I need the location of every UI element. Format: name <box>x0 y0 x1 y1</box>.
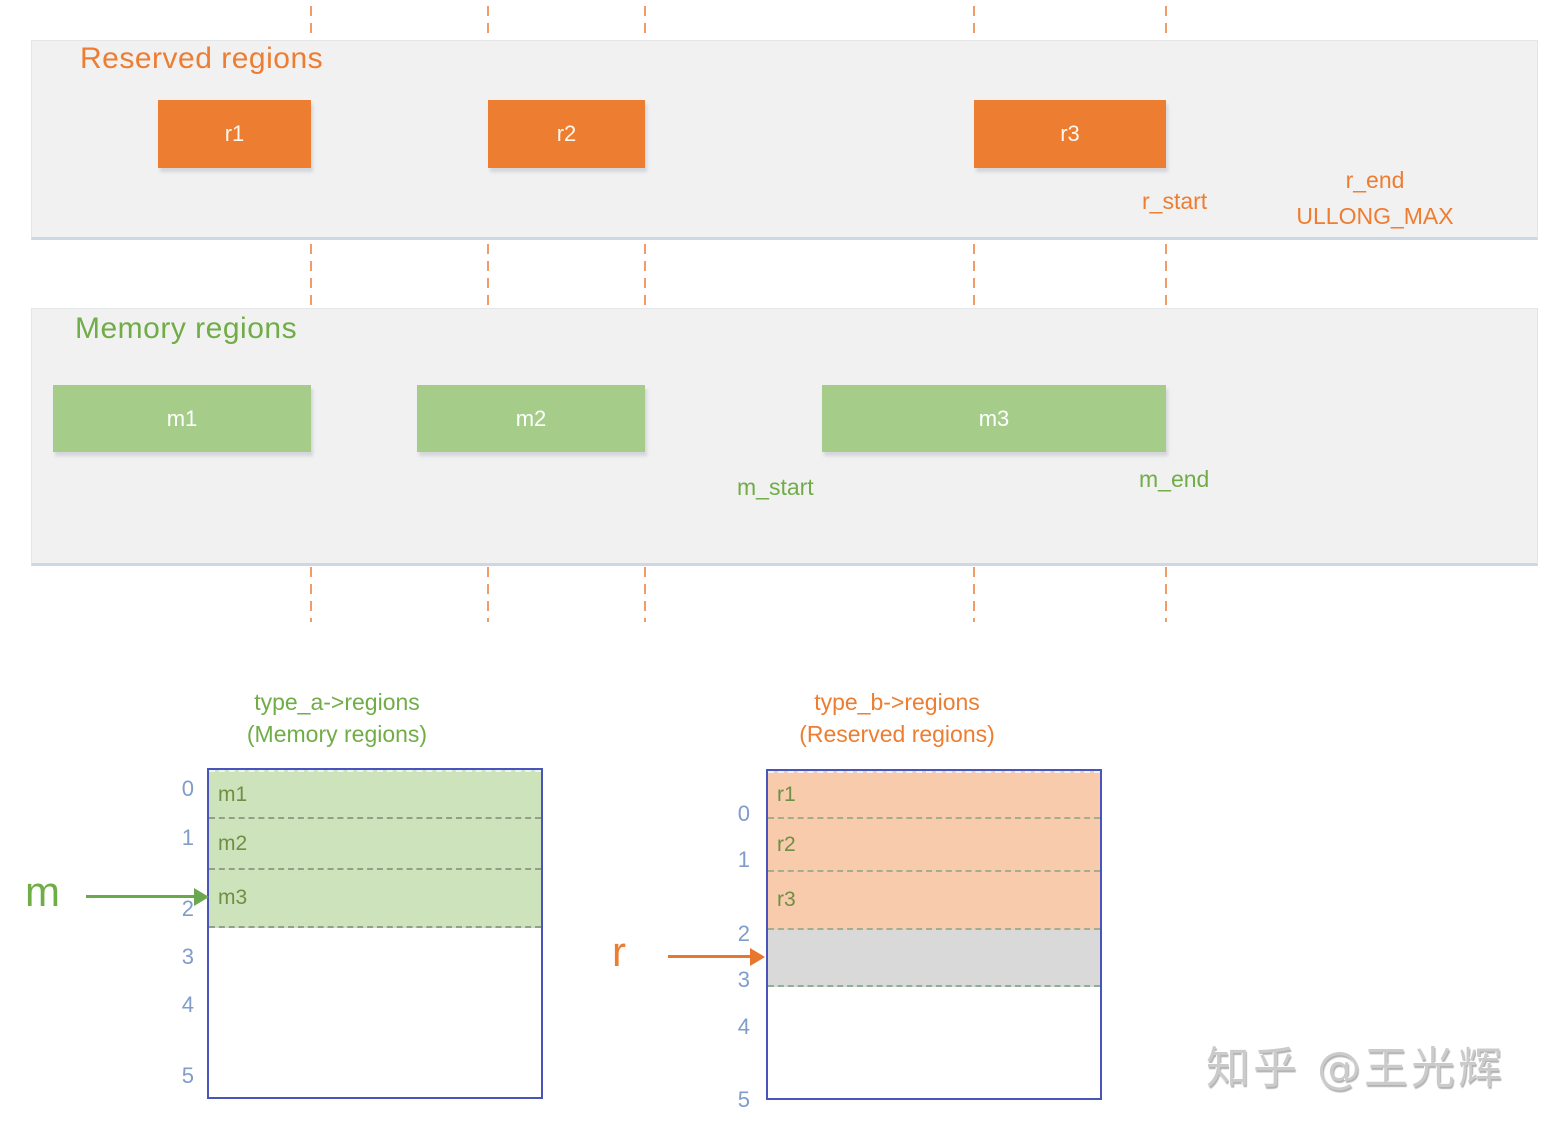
table-row: m1 <box>209 770 541 819</box>
type-a-row-m1: m1 <box>218 782 248 806</box>
r-pointer-arrowhead-icon <box>750 948 765 966</box>
memory-block-m2-label: m2 <box>515 405 547 431</box>
type-a-index-1: 1 <box>181 825 194 850</box>
type-b-index-2: 2 <box>737 921 750 946</box>
reserved-regions-title: Reserved regions <box>80 42 324 75</box>
m-start-label: m_start <box>737 474 814 500</box>
reserved-block-r2-label: r2 <box>556 121 577 146</box>
memory-block-m1-label: m1 <box>166 405 198 431</box>
type-a-header-line2: (Memory regions) <box>246 721 428 747</box>
reserved-block-r2: r2 <box>488 100 645 168</box>
r-end-label: r_end ULLONG_MAX <box>1280 162 1470 234</box>
type-b-row-empty-reserved <box>768 930 1100 987</box>
type-a-table: m1 m2 m3 <box>207 768 543 1099</box>
table-row: m2 <box>209 819 541 870</box>
type-b-index-5: 5 <box>737 1087 750 1112</box>
type-a-filled-rows: m1 m2 m3 <box>209 770 541 928</box>
m-end-label: m_end <box>1139 466 1210 492</box>
reserved-block-r1-label: r1 <box>224 121 245 146</box>
type-a-index-4: 4 <box>181 992 194 1017</box>
r-pointer-label: r <box>612 928 626 975</box>
type-a-index-0: 0 <box>181 776 194 801</box>
memory-block-m1: m1 <box>53 385 311 452</box>
memory-regions-title: Memory regions <box>75 312 298 345</box>
reserved-block-r1: r1 <box>158 100 311 168</box>
type-b-row-r1: r1 <box>777 783 796 806</box>
type-b-index-4: 4 <box>737 1014 750 1039</box>
type-b-index-3: 3 <box>737 967 750 992</box>
type-b-header-line1: type_b->regions <box>814 689 980 715</box>
r-start-label: r_start <box>1142 188 1208 214</box>
m-pointer-arrow <box>86 895 196 898</box>
table-row: r3 <box>768 872 1100 930</box>
table-row: r1 <box>768 771 1100 819</box>
type-a-header-line1: type_a->regions <box>254 689 420 715</box>
memory-block-m2: m2 <box>417 385 645 452</box>
type-a-row-m2: m2 <box>218 831 248 855</box>
memory-block-m3: m3 <box>822 385 1166 452</box>
type-b-row-r3: r3 <box>777 888 796 911</box>
table-row: r2 <box>768 819 1100 872</box>
type-b-table: r1 r2 r3 <box>766 769 1102 1100</box>
type-a-row-m3: m3 <box>218 886 248 909</box>
type-b-header-line2: (Reserved regions) <box>799 721 995 747</box>
type-a-index-2: 2 <box>181 896 194 921</box>
memory-block-m3-label: m3 <box>978 405 1010 431</box>
reserved-block-r3-label: r3 <box>1060 121 1080 146</box>
type-a-index-5: 5 <box>181 1063 194 1088</box>
m-pointer-label: m <box>25 868 60 915</box>
m-pointer-arrowhead-icon <box>194 888 209 906</box>
r-end-line1: r_end <box>1345 167 1405 193</box>
type-a-header: type_a->regions (Memory regions) <box>177 686 497 750</box>
zhihu-watermark: 知乎 @王光辉 <box>1206 1043 1505 1094</box>
type-b-index-1: 1 <box>737 847 750 872</box>
table-row: m3 <box>209 870 541 928</box>
type-a-index-3: 3 <box>181 944 194 969</box>
type-b-filled-rows: r1 r2 r3 <box>768 771 1100 987</box>
r-pointer-arrow <box>668 955 752 958</box>
reserved-block-r3: r3 <box>974 100 1166 168</box>
r-end-line2: ULLONG_MAX <box>1296 203 1454 229</box>
type-b-index-0: 0 <box>737 801 750 826</box>
type-b-header: type_b->regions (Reserved regions) <box>737 686 1057 750</box>
type-b-row-r2: r2 <box>777 832 796 856</box>
